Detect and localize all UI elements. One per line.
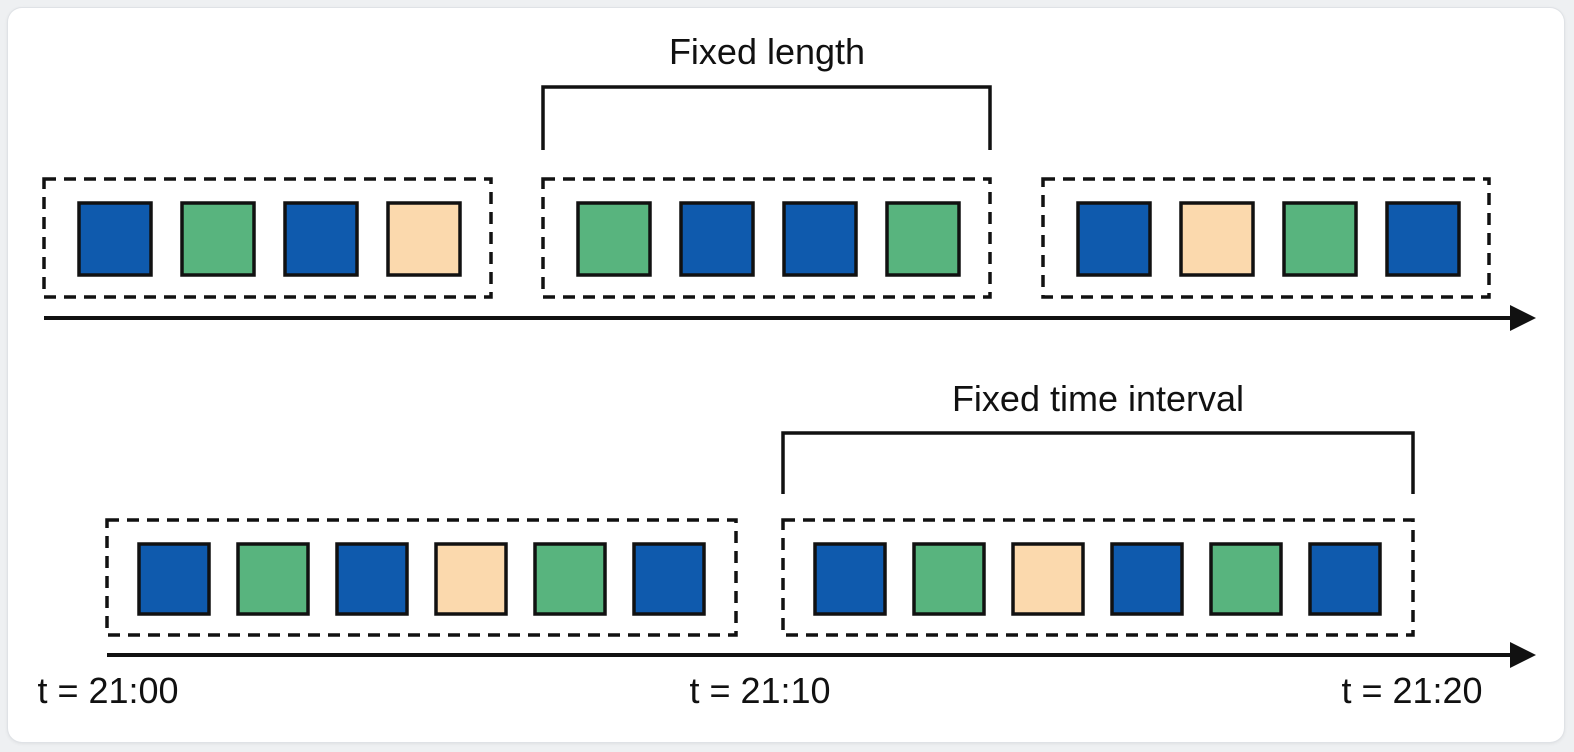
event-square-blue bbox=[1308, 542, 1382, 616]
diagram-card bbox=[8, 8, 1564, 742]
fixed-time-interval-label: Fixed time interval bbox=[952, 378, 1244, 419]
event-square-peach bbox=[1179, 201, 1255, 277]
event-square-blue bbox=[632, 542, 706, 616]
event-square-blue bbox=[283, 201, 359, 277]
event-square-blue bbox=[1385, 201, 1461, 277]
fixed-time-interval-bracket bbox=[781, 431, 1415, 494]
event-square-blue bbox=[1110, 542, 1184, 616]
event-square-blue bbox=[77, 201, 153, 277]
fixed-length-label: Fixed length bbox=[669, 31, 865, 72]
event-square-green bbox=[912, 542, 986, 616]
diagram-shapes bbox=[42, 85, 1536, 668]
event-square-green bbox=[533, 542, 607, 616]
event-square-blue bbox=[1076, 201, 1152, 277]
event-square-blue bbox=[679, 201, 755, 277]
timeline-arrowhead bbox=[1510, 305, 1536, 331]
event-square-blue bbox=[137, 542, 211, 616]
event-square-green bbox=[236, 542, 310, 616]
event-square-green bbox=[576, 201, 652, 277]
event-square-green bbox=[180, 201, 256, 277]
timeline-arrowhead bbox=[1510, 642, 1536, 668]
event-square-peach bbox=[386, 201, 462, 277]
time-tick-label: t = 21:10 bbox=[689, 670, 830, 711]
event-square-peach bbox=[1011, 542, 1085, 616]
time-tick-label: t = 21:20 bbox=[1341, 670, 1482, 711]
fixed-length-bracket bbox=[541, 85, 992, 150]
window-box-dashed bbox=[781, 518, 1415, 637]
event-square-peach bbox=[434, 542, 508, 616]
event-square-green bbox=[1209, 542, 1283, 616]
window-box-dashed bbox=[1041, 177, 1491, 299]
event-square-green bbox=[885, 201, 961, 277]
time-tick-label: t = 21:00 bbox=[37, 670, 178, 711]
event-square-blue bbox=[782, 201, 858, 277]
event-square-blue bbox=[335, 542, 409, 616]
window-box-dashed bbox=[541, 177, 992, 299]
window-box-dashed bbox=[42, 177, 493, 299]
event-square-green bbox=[1282, 201, 1358, 277]
window-box-dashed bbox=[105, 518, 738, 637]
event-square-blue bbox=[813, 542, 887, 616]
